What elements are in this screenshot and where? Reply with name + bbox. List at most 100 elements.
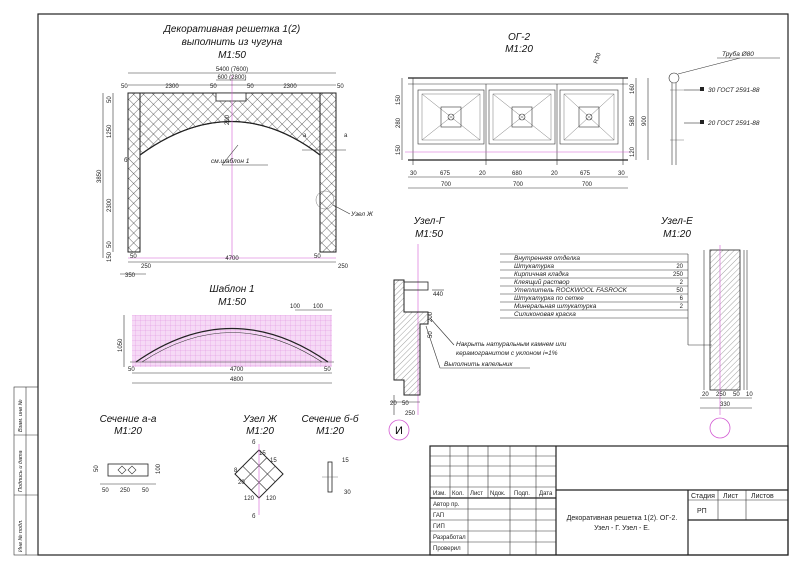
layers-table: Внутренняя отделка Штукатурка Кирпичная …: [500, 253, 712, 346]
og2-dim-b5: 675: [580, 171, 591, 177]
layer-2-name: Кирпичная кладка: [514, 270, 569, 278]
pipe-profile: Труба Ø80 30 ГОСТ 2591-88 20 ГОСТ 2591-8…: [668, 50, 780, 165]
stamp-title-2: Узел - Г. Узел - Е.: [594, 525, 650, 532]
margin-strip: Взам. инв № Подпись и дата Инв № подл.: [13, 386, 39, 556]
og2-panels: [417, 89, 619, 145]
dim-h-total: 3850: [97, 169, 103, 183]
uzel-g-dim-250: 250: [405, 411, 416, 417]
og2-dim-right-2: 580: [630, 115, 636, 126]
stamp-role-1: ГАП: [433, 513, 444, 519]
layer-3-value: 2: [680, 280, 684, 286]
template-dim-top1: 100: [290, 304, 301, 310]
uzel-zh-scale: М1:20: [246, 426, 274, 437]
og2-dim-left-3: 150: [396, 144, 402, 155]
stamp-role-0: Автор пр.: [433, 502, 460, 508]
stamp-col-2: Лист: [470, 491, 483, 497]
grille-subtitle: выполнить из чугуна: [182, 37, 283, 48]
layer-3-name: Клеящий раствор: [514, 278, 570, 286]
uzel-g-dim-200: 200: [428, 311, 434, 322]
og2-dim-b1: 675: [440, 171, 451, 177]
stamp-stage-hdr: Стадия: [691, 493, 715, 500]
layer-6-value: 2: [680, 304, 684, 310]
og2-dim-right-total: 900: [642, 115, 648, 126]
stamp-role-2: ГИП: [433, 524, 445, 530]
uzel-g-note1b: керамогранитом с уклоном i=1%: [456, 350, 558, 357]
uzel-zh-d2: 15: [270, 458, 277, 464]
stamp-col-3: Nдок.: [490, 491, 506, 497]
template-title: Шаблон 1: [209, 283, 254, 295]
uzel-zh: Узел Ж М1:20 б б 15 15 8 20 120 120: [234, 414, 284, 520]
uzel-g-title: Узел-Г: [413, 216, 446, 227]
sec-bb-d2: 30: [344, 490, 351, 496]
stamp-role-3: Разработал: [433, 535, 466, 541]
layer-6-name: Минеральная штукатурка: [514, 303, 597, 310]
margin-label-replace: Взам. инв №: [18, 399, 24, 432]
stamp-col-5: Дата: [539, 491, 553, 497]
uzel-g-dim-50b: 50: [402, 401, 409, 407]
dim-bl3: 350: [125, 273, 136, 279]
stamp-col-4: Подп.: [514, 491, 530, 497]
dim-overall: 5400 (7600): [216, 67, 248, 73]
grille-drawing: Декоративная решетка 1(2) выполнить из ч…: [97, 24, 374, 279]
og2-scale: М1:20: [505, 44, 533, 55]
dim-bl2: 250: [141, 264, 152, 270]
layer-7-name: Силиконовая краска: [514, 311, 576, 318]
uzel-e-dim-3: 10: [746, 392, 753, 398]
uzel-g-note1a: Накрыть натуральным камнем или: [456, 341, 567, 348]
dim-h2: 1250: [107, 124, 113, 138]
stamp-role-4: Проверил: [433, 546, 461, 552]
uzel-e-dim-2: 50: [733, 392, 740, 398]
uzel-g-dim-20: 20: [390, 401, 397, 407]
layer-5-name: Штукатурка по сетке: [514, 295, 584, 302]
template-dim-outer: 4800: [230, 377, 244, 383]
og2-dim-b6: 30: [618, 171, 625, 177]
dim-edge1: 50: [121, 84, 128, 90]
stamp-col-1: Кол.: [452, 491, 464, 497]
template-dim-inner: 4700: [230, 367, 244, 373]
margin-label-signature: Подпись и дата: [18, 450, 24, 492]
layer-4-name: Утеплитель ROCKWOOL FASROCK: [513, 287, 628, 294]
stamp-sheet-hdr: Лист: [723, 493, 739, 500]
layer-2-value: 250: [673, 272, 684, 278]
section-b-mark: б: [124, 158, 128, 164]
sec-aa-d1: 50: [94, 465, 100, 472]
og2-dim-b4: 20: [551, 171, 558, 177]
stamp-col-0: Изм.: [433, 491, 446, 497]
grille-scale: М1:50: [218, 50, 246, 61]
dim-bottom: 4700: [225, 256, 239, 262]
og2-dim-b0: 30: [410, 171, 417, 177]
og2-dim-b2: 20: [479, 171, 486, 177]
uzel-g-drawing: Узел-Г М1:50 440 200 50 20 50 250 Накрыт…: [388, 216, 567, 441]
dim-edge3: 50: [247, 84, 254, 90]
og2-dim-left-2: 280: [396, 117, 402, 128]
og2-dim-t1: 700: [513, 182, 524, 188]
stamp-title-1: Декоративная решетка 1(2). ОГ-2.: [567, 515, 678, 522]
layer-1-name: Штукатурка: [514, 263, 554, 270]
dim-h3: 2300: [107, 198, 113, 212]
dim-edge2: 50: [210, 84, 217, 90]
uzel-zh-d6: 120: [266, 496, 277, 502]
uzel-g-dim-440: 440: [433, 292, 444, 298]
uzel-zh-d1: 15: [259, 451, 266, 457]
og2-dim-b3: 680: [512, 171, 523, 177]
og2-dim-left-1: 150: [396, 94, 402, 105]
uzel-zh-mark-top: б: [252, 440, 256, 446]
bar1-label: 30 ГОСТ 2591-88: [708, 87, 760, 94]
stamp-stage: РП: [697, 508, 707, 515]
sheet-frame: [37, 13, 789, 556]
uzel-e-dim-0: 20: [702, 392, 709, 398]
layer-5-value: 6: [680, 296, 684, 302]
sec-bb-d1: 15: [342, 458, 349, 464]
dim-center: 600 (2800): [217, 75, 246, 81]
uzel-zh-d4: 20: [238, 480, 245, 486]
og2-drawing: ОГ-2 М1:20 R30 150: [396, 32, 649, 189]
dim-top-inner: 200: [225, 114, 231, 125]
dim-h1: 50: [107, 96, 113, 103]
node-zh-ref: Узел Ж: [350, 211, 374, 218]
dim-side-left: 2300: [165, 84, 179, 90]
sec-aa-d3: 250: [120, 488, 131, 494]
template-dim-l: 50: [128, 367, 135, 373]
uzel-g-note2: Выполнить капельник: [444, 361, 514, 368]
uzel-e-dim-total: 330: [720, 402, 731, 408]
